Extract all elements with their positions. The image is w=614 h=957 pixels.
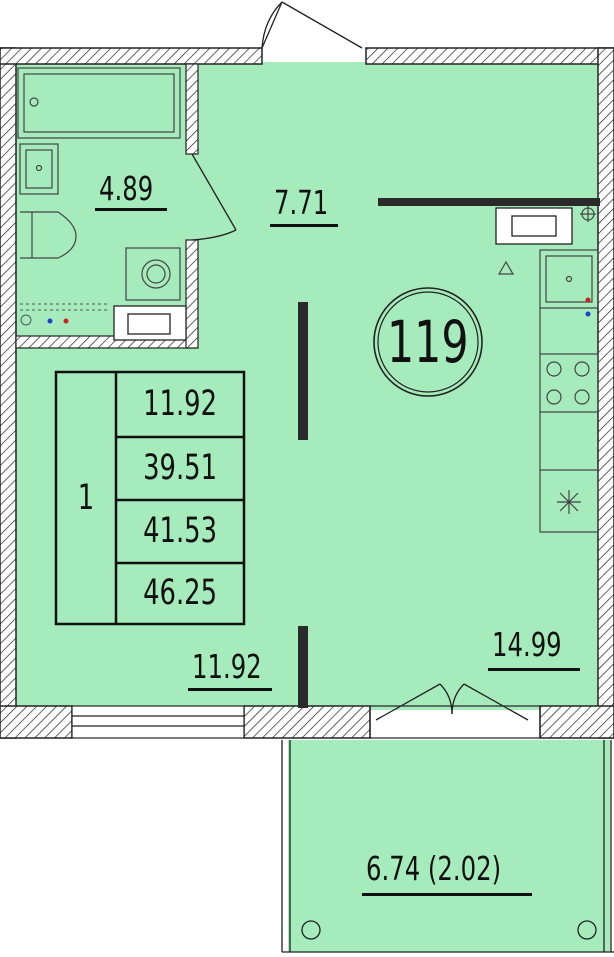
underline [488,668,580,671]
toilet-icon [20,211,77,259]
gas-meter-icon [580,206,596,222]
summary-value-1: 11.92 [143,384,217,424]
underline [270,224,338,227]
balcony-door-icon [375,683,529,721]
stove-icon [539,353,599,413]
bathroom-area-label: 4.89 [99,169,154,208]
sink-icon [539,249,599,309]
summary-value-3: 41.53 [143,511,217,551]
underline [95,208,167,211]
hot-water-dot [585,297,591,303]
cold-water-dot [585,311,591,317]
kitchen-area-label: 14.99 [492,625,562,664]
gas-warning-icon [497,260,515,275]
radiator-icon [495,207,573,245]
bathtub-icon [17,67,181,139]
hall-area-label: 7.71 [274,183,329,222]
floor-fill [14,62,610,952]
bedroom-area-label: 11.92 [192,647,262,686]
underline [188,688,272,691]
radiator-icon [113,305,187,341]
washing-machine-icon [125,247,181,301]
exterior-walls [0,47,614,739]
summary-table [54,370,246,626]
windows [71,705,541,739]
apartment-number-badge [373,287,483,397]
underline [362,893,532,896]
bathroom-door-icon [191,153,237,241]
summary-value-4: 46.25 [143,573,217,613]
balcony-area-label: 6.74 (2.02) [366,849,502,888]
apartment-number: 119 [387,308,469,376]
balcony-frame [281,740,614,953]
summary-value-2: 39.51 [143,448,217,488]
rooms-count: 1 [77,477,95,518]
sink-icon [19,143,59,195]
hot-water-dot [63,318,69,324]
partitions [298,198,600,708]
fridge-icon [539,469,599,533]
drain-icon [301,920,597,940]
pipes-icon [20,303,110,326]
entrance-door-icon [261,1,363,49]
cold-water-dot [47,318,53,324]
